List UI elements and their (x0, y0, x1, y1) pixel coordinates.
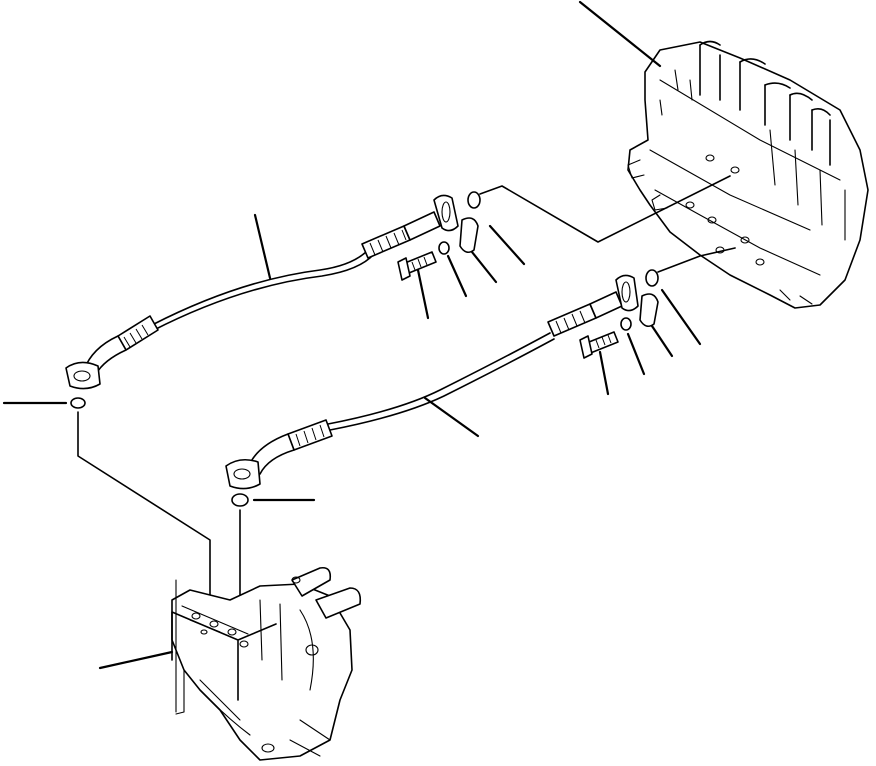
lower-hose-leader-line (423, 396, 480, 438)
lower-split-flange (639, 293, 659, 328)
valve-leader-line (578, 0, 662, 68)
upper-hose-leader-line (253, 213, 272, 280)
upper-hardware (397, 175, 731, 320)
o-ring-left-upper (70, 397, 86, 409)
control-valve-assembly (578, 0, 869, 309)
o-ring-left-lower (231, 493, 249, 507)
lower-hose-assembly (225, 274, 639, 490)
upper-washer (438, 241, 450, 255)
lower-hardware (579, 247, 736, 396)
lower-washer (620, 317, 632, 331)
upper-split-flange (459, 217, 479, 254)
upper-hose-assembly (65, 194, 459, 390)
ppc-valve-leader-line (98, 650, 174, 670)
ppc-valve-assembly (98, 566, 362, 761)
upper-o-ring (467, 191, 481, 209)
lower-o-ring (645, 269, 659, 287)
